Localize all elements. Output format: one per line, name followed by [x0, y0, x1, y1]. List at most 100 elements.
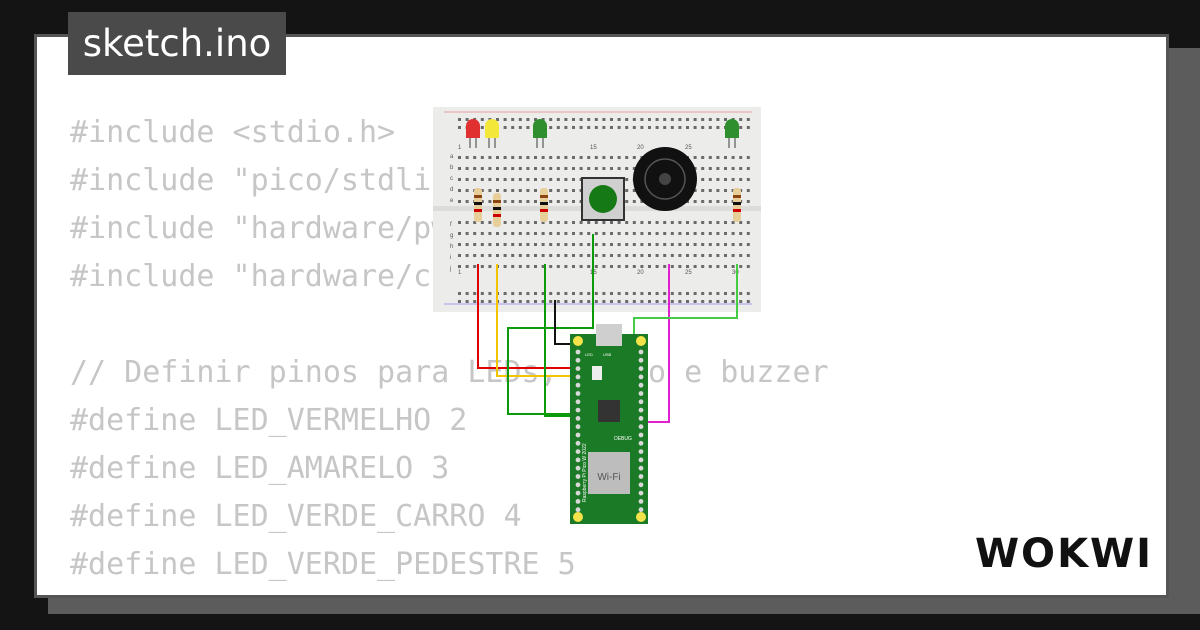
breadboard-hole [739, 232, 743, 235]
breadboard-hole [556, 118, 560, 121]
breadboard-hole [564, 254, 568, 257]
breadboard-hole [610, 221, 613, 224]
breadboard-hole [701, 189, 705, 192]
breadboard-hole [708, 200, 712, 203]
breadboard-hole [564, 189, 568, 192]
breadboard-hole [632, 118, 636, 121]
breadboard-hole [724, 300, 727, 303]
breadboard-hole [693, 232, 697, 235]
breadboard-hole [572, 200, 575, 203]
breadboard-hole [518, 221, 522, 224]
breadboard-hole [534, 167, 537, 170]
breadboard-hole [663, 243, 667, 246]
breadboard-hole [556, 189, 560, 192]
breadboard-hole [670, 232, 674, 235]
breadboard-hole [534, 178, 537, 181]
breadboard-hole [678, 221, 682, 224]
breadboard-hole [473, 232, 477, 235]
breadboard-hole [670, 243, 674, 246]
pico-pin [638, 457, 644, 463]
breadboard-hole [473, 156, 477, 159]
bb-col-label: 20 [637, 145, 644, 151]
breadboard-hole [526, 178, 530, 181]
breadboard-hole [655, 292, 659, 295]
breadboard-hole [625, 254, 629, 257]
breadboard-hole [579, 254, 583, 257]
bb-col-label: 30 [732, 270, 739, 276]
breadboard-hole [572, 243, 575, 246]
breadboard-hole [632, 265, 636, 268]
breadboard-hole [602, 126, 606, 129]
breadboard-hole [686, 232, 689, 235]
breadboard-hole [526, 167, 530, 170]
breadboard-hole [564, 221, 568, 224]
breadboard-hole [572, 126, 575, 129]
breadboard-hole [594, 118, 598, 121]
breadboard-hole [556, 232, 560, 235]
breadboard-hole [587, 221, 591, 224]
resistor [493, 193, 501, 227]
breadboard-hole [693, 118, 697, 121]
breadboard-hole [663, 265, 667, 268]
breadboard-hole [739, 126, 743, 129]
code-line: #define BUTTON_PIN 6 [70, 589, 829, 595]
breadboard-hole [473, 167, 477, 170]
breadboard-hole [503, 118, 507, 121]
file-title: sketch.ino [68, 12, 286, 75]
breadboard-hole [648, 118, 651, 121]
breadboard-hole [617, 254, 621, 257]
code-line: #include <stdio.h> [70, 115, 396, 150]
breadboard-hole [488, 178, 492, 181]
breadboard-hole [534, 292, 537, 295]
breadboard-hole [746, 126, 750, 129]
pico-pin [638, 474, 644, 479]
breadboard-hole [541, 118, 545, 121]
breadboard-hole [541, 232, 545, 235]
wokwi-logo-text: WOKWI [976, 531, 1152, 576]
breadboard-hole [473, 292, 477, 295]
breadboard-hole [488, 292, 492, 295]
breadboard-hole [617, 292, 621, 295]
breadboard-hole [458, 265, 461, 268]
breadboard-hole [587, 292, 591, 295]
breadboard-hole [617, 221, 621, 224]
breadboard-hole [655, 265, 659, 268]
breadboard-hole [465, 167, 469, 170]
breadboard-hole [458, 118, 461, 121]
breadboard-hole [602, 118, 606, 121]
breadboard-hole [655, 118, 659, 121]
breadboard-hole [663, 221, 667, 224]
breadboard-hole [610, 243, 613, 246]
breadboard-hole [678, 300, 682, 303]
bb-col-label: 25 [685, 145, 692, 151]
breadboard-hole [716, 178, 720, 181]
breadboard-hole [488, 300, 492, 303]
breadboard-hole [663, 292, 667, 295]
breadboard-hole [496, 156, 499, 159]
breadboard-hole [534, 300, 537, 303]
breadboard-hole [731, 243, 735, 246]
breadboard-hole [594, 232, 598, 235]
pico-pin [575, 374, 581, 380]
breadboard-hole [556, 167, 560, 170]
breadboard-hole [534, 221, 537, 224]
board-label: Raspberry Pi Pico W 2022 [582, 443, 588, 502]
breadboard-hole [724, 118, 727, 121]
breadboard-hole [663, 300, 667, 303]
breadboard-hole [488, 232, 492, 235]
breadboard-hole [465, 300, 469, 303]
resistor [733, 188, 741, 222]
breadboard-hole [518, 254, 522, 257]
breadboard-hole [701, 167, 705, 170]
breadboard-hole [488, 189, 492, 192]
breadboard-hole [632, 189, 636, 192]
breadboard-hole [518, 292, 522, 295]
breadboard-hole [716, 156, 720, 159]
breadboard-hole [617, 243, 621, 246]
breadboard-hole [518, 232, 522, 235]
breadboard-hole [511, 243, 515, 246]
breadboard-hole [518, 118, 522, 121]
breadboard-hole [625, 118, 629, 121]
wokwi-logo: WOKWI [976, 531, 1152, 576]
breadboard-hole [731, 300, 735, 303]
